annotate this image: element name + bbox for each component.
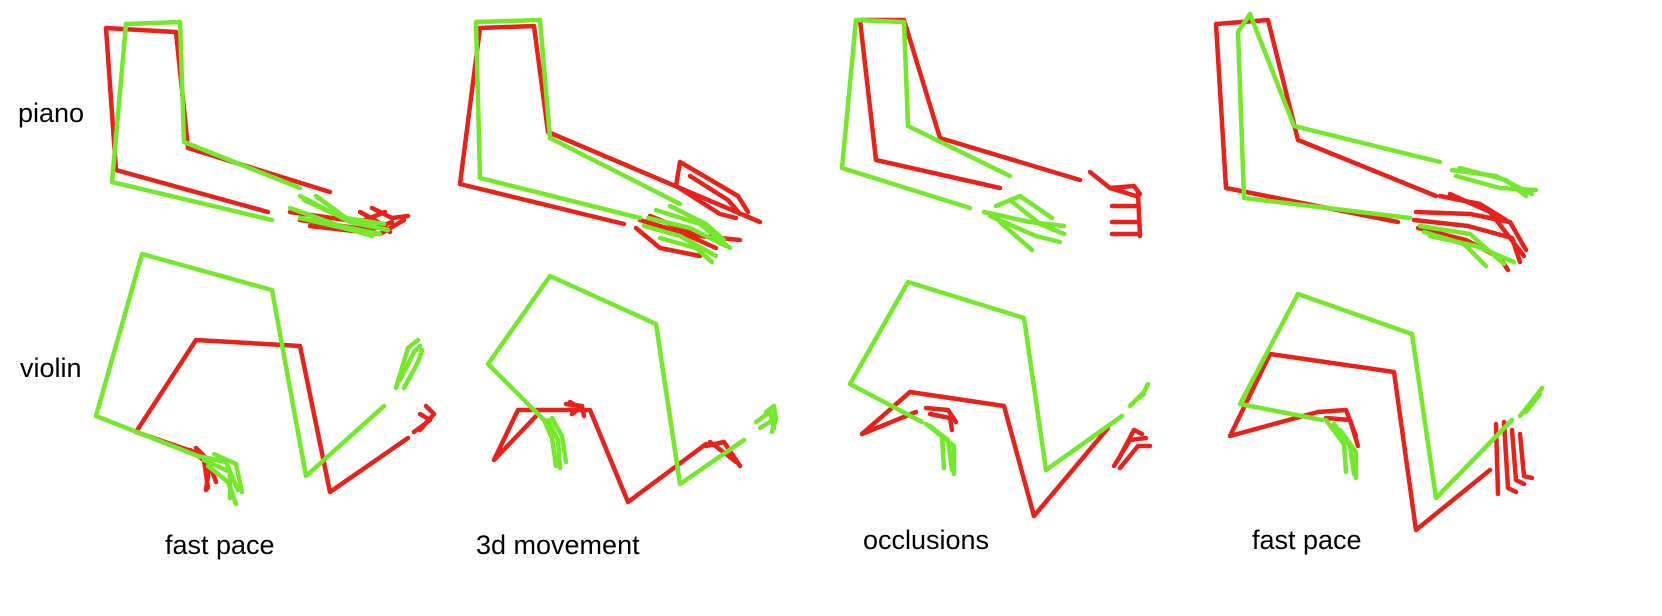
pose-green-arm: [1235, 11, 1443, 221]
panel-piano-3d-movement: [457, 17, 763, 265]
column-label-4: fast pace: [1252, 525, 1362, 555]
pose-red-arm: [133, 337, 411, 495]
pose-green-hand: [923, 381, 1151, 477]
pose-green-arm: [839, 17, 1013, 211]
pose-green-hand: [641, 203, 733, 265]
pose-green-arm: [473, 17, 683, 221]
pose-green-arm: [847, 279, 1125, 473]
pose-green-arm: [485, 273, 747, 487]
pose-red-hand: [633, 159, 751, 259]
pose-red-arm: [859, 389, 1111, 519]
pose-red-arm: [1227, 351, 1493, 533]
pose-green-hand: [287, 193, 391, 239]
pose-red-hand: [923, 405, 1153, 471]
row-label-piano: piano: [18, 98, 85, 128]
panel-piano-occlusions: [839, 17, 1143, 253]
pose-green-arm: [93, 251, 387, 479]
panel-piano-fast-pace-2: [1213, 11, 1539, 273]
panel-violin-occlusions: [847, 279, 1153, 519]
pose-green-hand: [1417, 165, 1539, 269]
column-label-2: 3d movement: [476, 530, 640, 560]
pose-green-hand: [1323, 385, 1545, 481]
pose-red-hand: [1411, 191, 1529, 273]
pose-red-hand: [1315, 407, 1535, 497]
panel-violin-fast-pace-2: [1227, 291, 1545, 533]
row-label-violin: violin: [20, 353, 82, 383]
pose-green-hand: [195, 337, 425, 507]
pose-green-hand: [541, 403, 779, 471]
pose-red-arm: [491, 407, 709, 505]
pose-green-hand: [981, 193, 1067, 253]
pose-green-arm: [109, 19, 303, 223]
pose-red-hand: [563, 399, 743, 469]
column-label-3: occlusions: [863, 525, 990, 555]
panel-violin-fast-pace: [93, 251, 437, 507]
panel-violin-3d-movement: [485, 273, 779, 505]
panel-piano-fast-pace: [103, 19, 411, 239]
pose-green-arm: [1237, 291, 1515, 501]
pose-red-arm: [457, 23, 763, 227]
pose-red-arm: [1213, 17, 1439, 225]
column-label-1: fast pace: [165, 530, 275, 560]
pose-red-hand: [1087, 169, 1143, 239]
pose-red-arm: [857, 17, 1083, 191]
